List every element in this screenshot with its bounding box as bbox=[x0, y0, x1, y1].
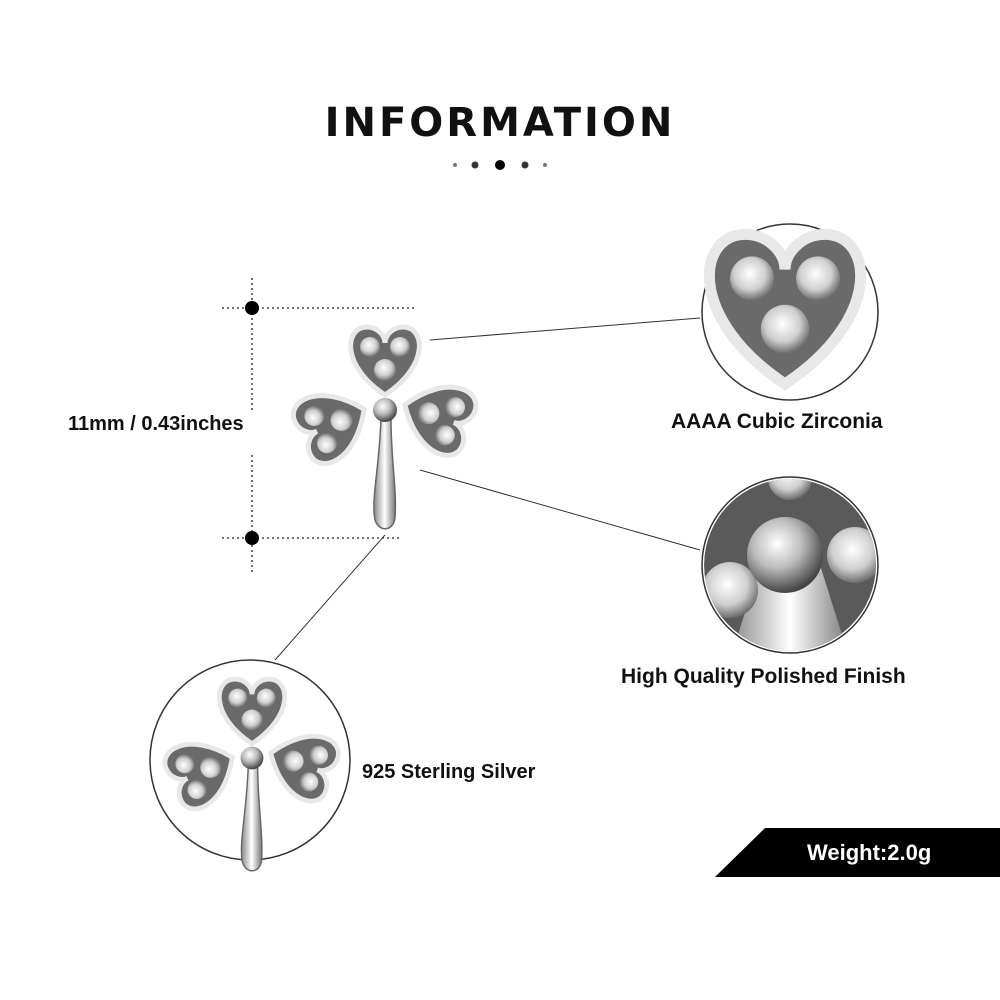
zirconia-detail-circle bbox=[701, 223, 879, 401]
finish-detail-circle bbox=[701, 476, 879, 654]
weight-label: Weight:2.0g bbox=[807, 840, 932, 865]
feature-material-label: 925 Sterling Silver bbox=[362, 761, 536, 783]
dimension-dot-top bbox=[245, 301, 259, 315]
dimension-label: 11mm / 0.43inches bbox=[68, 413, 244, 435]
dimension-guides bbox=[222, 278, 415, 572]
title-dots-ornament bbox=[450, 155, 550, 175]
weight-banner: Weight:2.0g bbox=[715, 828, 1000, 877]
feature-stones-label: AAAA Cubic Zirconia bbox=[671, 410, 883, 433]
feature-finish-label: High Quality Polished Finish bbox=[621, 665, 906, 688]
main-clover-earring bbox=[288, 327, 480, 529]
callout-lines bbox=[274, 317, 701, 661]
page-title: INFORMATION bbox=[324, 100, 676, 146]
dimension-dot-bottom bbox=[245, 531, 259, 545]
material-detail-circle bbox=[149, 659, 351, 871]
